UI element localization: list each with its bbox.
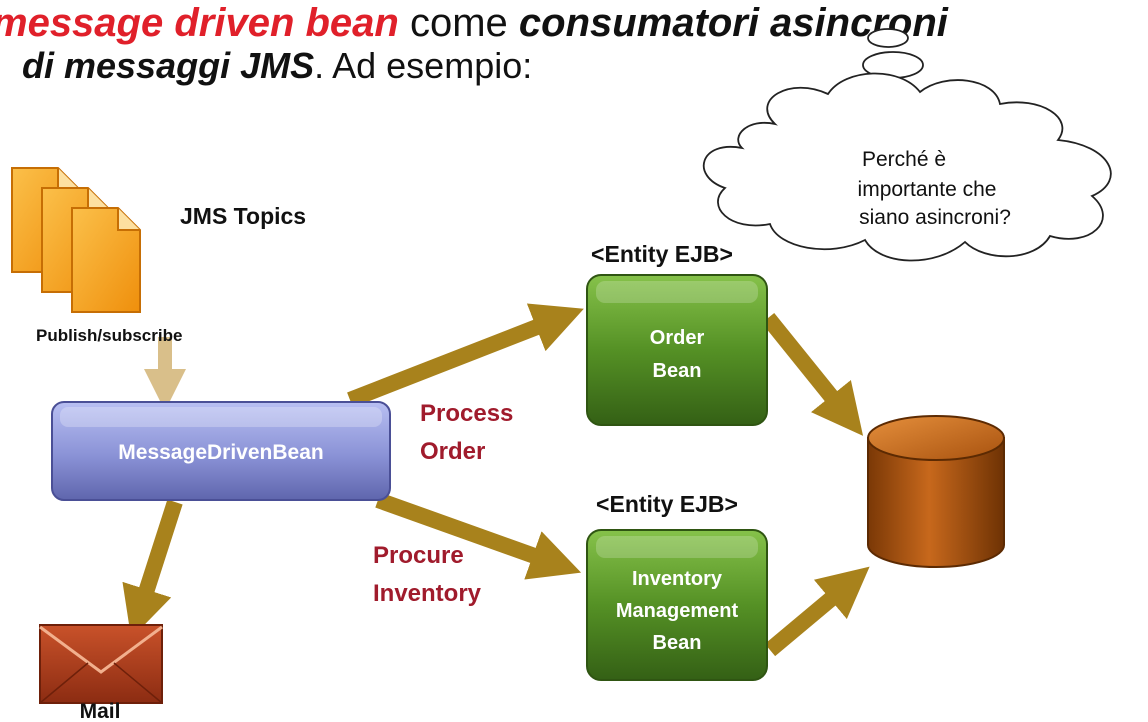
order-stereotype: <Entity EJB>	[591, 241, 733, 267]
header-bold-term-2: di messaggi JMS	[22, 45, 314, 86]
thought-line-3: siano asincroni?	[859, 206, 1011, 229]
order-to-db-arrow	[761, 312, 864, 436]
mdb-label: MessageDrivenBean	[118, 441, 323, 464]
header-line-1: message driven bean come consumatori asi…	[0, 1, 949, 45]
inventory-line-3: Bean	[653, 632, 702, 654]
database-icon	[867, 415, 1005, 568]
procure-inventory-label-2: Inventory	[373, 580, 482, 607]
thought-line-1: Perché è	[862, 148, 946, 171]
thought-dot-small	[867, 28, 909, 48]
document-stack-icon	[11, 167, 141, 313]
process-order-label-2: Order	[420, 438, 485, 465]
message-driven-bean-node: MessageDrivenBean	[51, 401, 391, 501]
thought-line-2: importante che	[858, 178, 997, 201]
arrows	[122, 303, 870, 657]
inventory-to-db-arrow	[764, 566, 870, 657]
header-connector: come	[399, 1, 519, 45]
mdb-to-mail-arrow	[122, 499, 183, 639]
inventory-line-2: Management	[616, 600, 739, 622]
topics-title: JMS Topics	[180, 203, 306, 229]
inventory-bean-node: Inventory Management Bean	[586, 529, 768, 681]
mail-label: Mail	[80, 700, 121, 722]
thought-cloud	[703, 72, 1112, 262]
process-order-arrow	[347, 303, 584, 408]
order-line-1: Order	[650, 327, 705, 349]
header-red-term: message driven bean	[0, 1, 399, 45]
order-bean-node: Order Bean	[586, 274, 768, 426]
topics-caption: Publish/subscribe	[36, 326, 182, 345]
procure-inventory-arrow	[375, 492, 582, 580]
order-line-2: Bean	[653, 360, 702, 382]
header-line-2: di messaggi JMS. Ad esempio:	[22, 45, 532, 86]
inventory-line-1: Inventory	[632, 568, 723, 590]
header-tail: . Ad esempio:	[314, 45, 532, 86]
procure-inventory-label-1: Procure	[373, 542, 464, 569]
thought-bubble: Perché è importante che siano asincroni?	[703, 28, 1112, 262]
process-order-label-1: Process	[420, 400, 513, 427]
inventory-stereotype: <Entity EJB>	[596, 491, 738, 517]
mail-icon	[39, 624, 163, 704]
